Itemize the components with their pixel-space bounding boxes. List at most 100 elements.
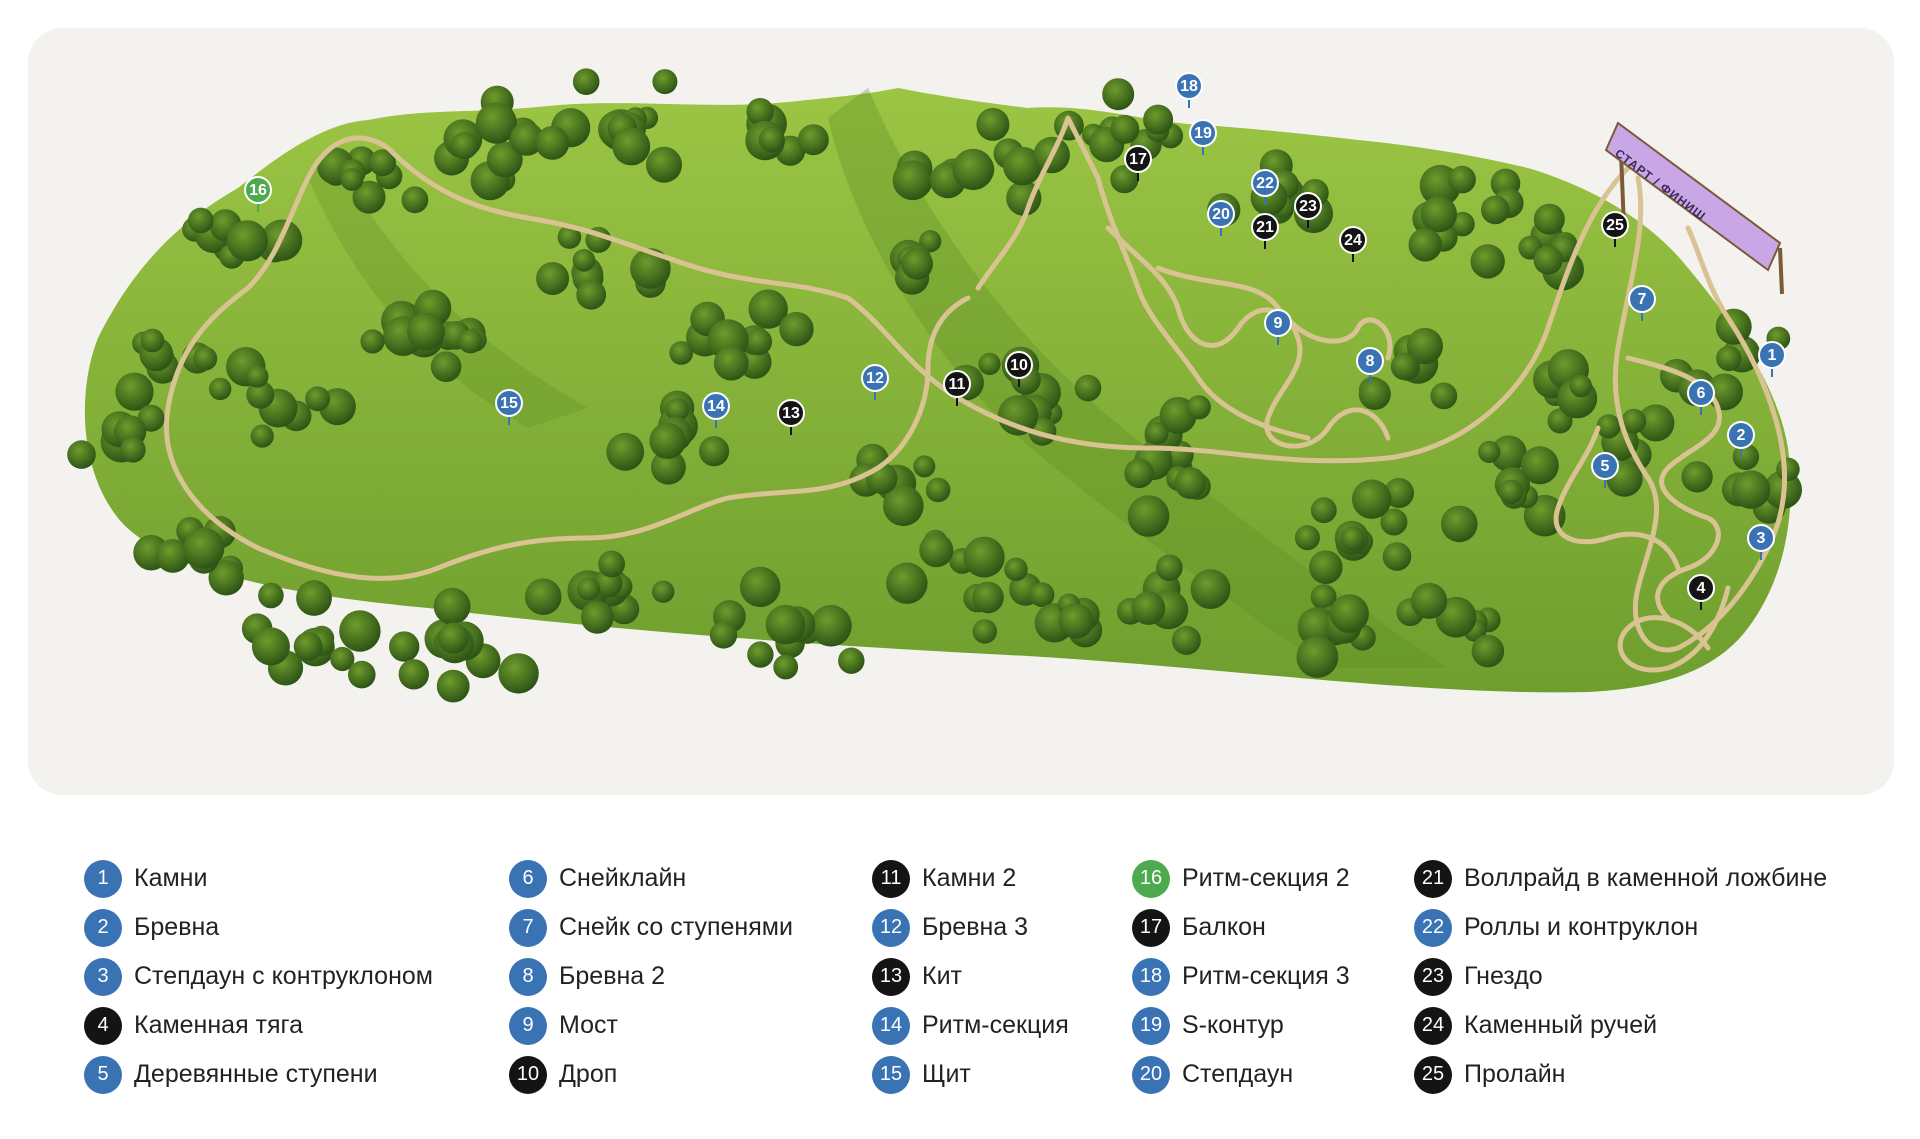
map-marker-23[interactable]: 23 — [1294, 192, 1322, 228]
marker-number: 5 — [1601, 458, 1610, 475]
marker-number: 11 — [949, 376, 966, 393]
marker-number: 14 — [707, 398, 725, 415]
legend-number-badge: 17 — [1132, 908, 1170, 947]
map-marker-7[interactable]: 7 — [1628, 285, 1656, 321]
legend-number-badge: 23 — [1414, 957, 1452, 996]
legend-number-badge: 21 — [1414, 859, 1452, 898]
tree — [246, 365, 269, 388]
tree — [892, 160, 933, 201]
legend-label: Гнездо — [1464, 962, 1543, 990]
map-marker-15[interactable]: 15 — [495, 389, 523, 425]
map-marker-17[interactable]: 17 — [1124, 145, 1152, 181]
map-marker-11[interactable]: 11 — [943, 370, 971, 406]
tree — [1732, 443, 1760, 470]
tree — [155, 539, 190, 573]
tree — [360, 329, 385, 354]
legend-label: S-контур — [1182, 1011, 1284, 1039]
tree — [188, 207, 214, 234]
legend-item-19[interactable]: 19 S-контур — [1132, 1001, 1350, 1050]
marker-dot — [1251, 213, 1279, 241]
legend-label: Снейклайн — [559, 864, 687, 892]
map-marker-24[interactable]: 24 — [1339, 226, 1367, 262]
marker-number: 6 — [1697, 385, 1706, 402]
tree — [293, 632, 323, 661]
map-marker-14[interactable]: 14 — [702, 392, 730, 428]
marker-number: 17 — [1129, 151, 1147, 168]
tree — [226, 220, 268, 262]
map-marker-6[interactable]: 6 — [1687, 379, 1715, 415]
tree — [1380, 508, 1408, 536]
marker-dot — [1251, 169, 1279, 197]
tree — [1384, 478, 1414, 508]
map-marker-20[interactable]: 20 — [1207, 200, 1235, 236]
map-marker-1[interactable]: 1 — [1758, 341, 1786, 377]
map-marker-5[interactable]: 5 — [1591, 452, 1619, 488]
tree — [339, 610, 381, 652]
marker-number: 20 — [1212, 206, 1230, 223]
legend-label: Дроп — [559, 1060, 618, 1088]
legend-label: Снейк со ступенями — [559, 913, 793, 941]
map-marker-18[interactable]: 18 — [1175, 72, 1203, 108]
tree — [258, 582, 284, 609]
map-marker-2[interactable]: 2 — [1727, 421, 1755, 457]
map-marker-12[interactable]: 12 — [861, 364, 889, 400]
legend-number-badge: 9 — [509, 1006, 547, 1045]
tree — [1520, 446, 1559, 485]
legend-number-badge: 19 — [1132, 1006, 1170, 1045]
tree — [1441, 505, 1478, 543]
tree — [1029, 582, 1055, 608]
legend-label: Щит — [922, 1060, 971, 1088]
marker-dot — [1356, 347, 1384, 375]
map-marker-19[interactable]: 19 — [1189, 119, 1217, 155]
tree — [669, 341, 694, 365]
map-marker-13[interactable]: 13 — [777, 399, 805, 435]
map-marker-22[interactable]: 22 — [1251, 169, 1279, 205]
legend-item-23[interactable]: 23 Гнездо — [1414, 952, 1827, 1001]
tree — [1310, 497, 1337, 524]
map-marker-9[interactable]: 9 — [1264, 309, 1292, 345]
map-marker-16[interactable]: 16 — [244, 176, 272, 212]
tree — [498, 653, 539, 694]
tree — [598, 550, 625, 578]
map-marker-8[interactable]: 8 — [1356, 347, 1384, 383]
marker-dot — [244, 176, 272, 204]
map-marker-4[interactable]: 4 — [1687, 574, 1715, 610]
map-marker-3[interactable]: 3 — [1747, 524, 1775, 560]
marker-number: 16 — [249, 182, 267, 199]
map-marker-25[interactable]: 25 — [1601, 211, 1629, 247]
marker-dot — [1727, 421, 1755, 449]
marker-number: 25 — [1606, 217, 1624, 234]
marker-number: 2 — [1737, 427, 1746, 444]
marker-dot — [1207, 200, 1235, 228]
tree — [747, 641, 774, 668]
tree — [1190, 569, 1231, 609]
tree — [919, 533, 954, 568]
map-marker-10[interactable]: 10 — [1005, 351, 1033, 387]
map-marker-21[interactable]: 21 — [1251, 213, 1279, 249]
tree — [208, 560, 244, 596]
